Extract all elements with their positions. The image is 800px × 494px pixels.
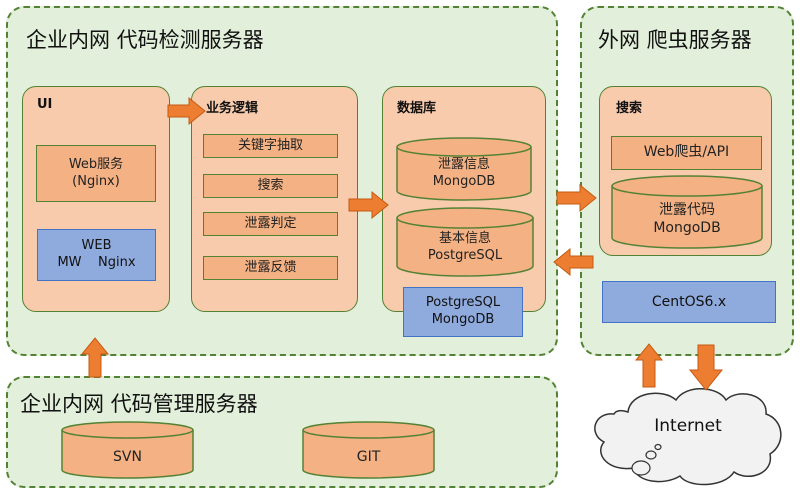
arrow-ui-to-logic	[167, 96, 206, 126]
zone-title: 企业内网 代码管理服务器	[20, 392, 258, 416]
repo-label: GIT	[356, 449, 381, 465]
crawler-api-box: Web爬虫/API	[611, 136, 762, 170]
cylinder-shape	[302, 421, 435, 479]
cylinder-base-info-db: 基本信息 PostgreSQL	[396, 207, 534, 277]
cylinder-line2: PostgreSQL	[427, 247, 503, 263]
repo-label: SVN	[113, 449, 142, 465]
middleware-box: WEB MW Nginx	[37, 229, 156, 281]
middleware-line2: MW Nginx	[57, 255, 136, 270]
zone-title: 企业内网 代码检测服务器	[26, 28, 264, 52]
arrow-internet-to-crawler	[634, 343, 664, 388]
zone-title: 外网 爬虫服务器	[598, 28, 752, 52]
logic-item-leak-judgement: 泄露判定	[203, 212, 338, 236]
panel-title: UI	[37, 97, 53, 112]
cylinder-line1: 泄露信息	[437, 157, 490, 172]
panel-title: 业务逻辑	[206, 101, 259, 116]
arrow-crawler-to-internet	[688, 344, 724, 391]
cylinder-shape	[396, 207, 534, 277]
db-platform-line2: MongoDB	[431, 312, 495, 327]
cloud-icon	[594, 388, 782, 486]
cylinder-shape	[611, 175, 763, 249]
logic-item-leak-feedback: 泄露反馈	[203, 256, 338, 280]
cylinder-leak-info-db: 泄露信息 MongoDB	[396, 137, 532, 201]
cylinder-svn: SVN	[61, 421, 194, 479]
middleware-line1: WEB	[81, 238, 112, 254]
db-platform-box: PostgreSQL MongoDB	[403, 287, 523, 337]
arrow-repo-to-detection	[80, 337, 110, 378]
cylinder-line2: MongoDB	[432, 173, 496, 189]
logic-item-search: 搜索	[203, 174, 338, 198]
internet-cloud: Internet	[588, 382, 788, 488]
arrow-external-to-db	[553, 247, 594, 277]
cylinder-shape	[61, 421, 194, 479]
db-platform-line1: PostgreSQL	[425, 295, 501, 311]
os-box: CentOS6.x	[602, 281, 776, 323]
cylinder-line1: 基本信息	[438, 231, 491, 246]
arrow-db-to-external	[556, 183, 597, 213]
web-service-box: Web服务 (Nginx)	[36, 145, 156, 202]
cylinder-leak-code-db: 泄露代码 MongoDB	[611, 175, 763, 249]
arrow-logic-to-db	[348, 190, 389, 220]
cylinder-line1: 泄露代码	[659, 202, 715, 218]
cylinder-git: GIT	[302, 421, 435, 479]
panel-title: 搜索	[616, 101, 643, 116]
cylinder-shape	[396, 137, 532, 201]
cylinder-line2: MongoDB	[653, 220, 721, 237]
panel-title: 数据库	[397, 101, 437, 116]
logic-item-keyword-extraction: 关键字抽取	[203, 134, 338, 158]
internet-label: Internet	[654, 416, 722, 436]
